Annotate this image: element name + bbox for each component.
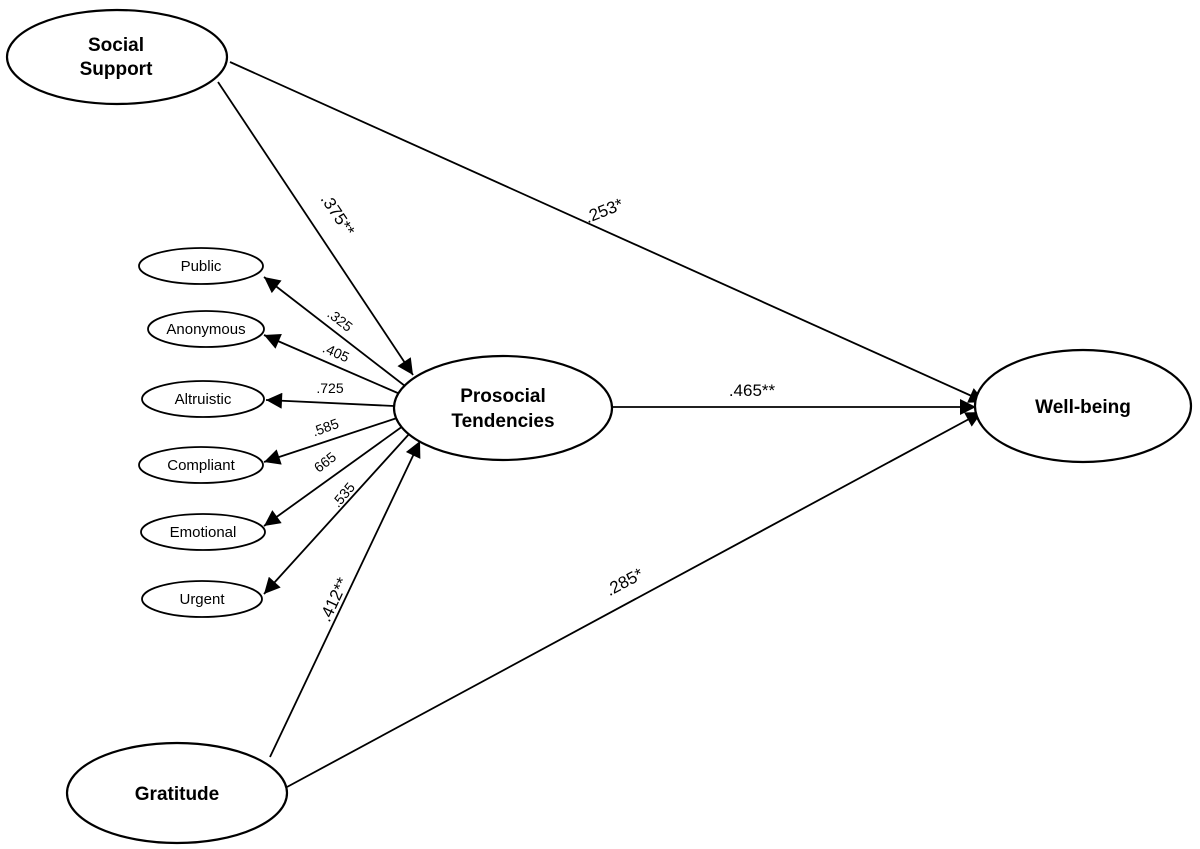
path-gratitude-to-wellbeing (286, 411, 983, 788)
indicator-urgent: Urgent (141, 580, 263, 618)
indicator-urgent-label: Urgent (179, 591, 225, 608)
indicator-altruistic: Altruistic (141, 380, 265, 418)
indicator-altruistic-label: Altruistic (175, 391, 232, 408)
coef-social-to-prosocial: .375** (317, 190, 359, 239)
well-being-label: Well-being (1035, 397, 1131, 418)
loading-altruistic: .725 (316, 380, 343, 396)
path-gratitude-to-prosocial (269, 440, 421, 758)
indicator-compliant-label: Compliant (167, 457, 235, 474)
prosocial-label-line1: Prosocial (460, 386, 546, 407)
indicator-public-label: Public (181, 258, 222, 275)
coef-prosocial-to-wellbeing: .465** (729, 381, 776, 400)
loading-emotional: 665 (311, 448, 339, 475)
gratitude-label: Gratitude (135, 784, 219, 805)
indicator-public: Public (138, 247, 264, 285)
loading-compliant-arrow (263, 417, 398, 465)
node-well-being: Well-being (973, 348, 1193, 464)
coef-gratitude-to-wellbeing: .285* (602, 564, 646, 600)
loading-emotional-arrow (263, 425, 404, 527)
loading-altruistic-arrow (265, 392, 395, 409)
prosocial-label-line2: Tendencies (451, 411, 554, 432)
loading-public-arrow (263, 276, 406, 387)
indicator-emotional-label: Emotional (170, 524, 237, 541)
social-support-label-line2: Support (80, 59, 153, 80)
coef-gratitude-to-prosocial: .412** (316, 574, 353, 624)
path-social-to-prosocial (217, 81, 414, 376)
node-gratitude: Gratitude (65, 741, 289, 845)
loading-urgent-arrow (263, 432, 411, 595)
node-prosocial-tendencies: Prosocial Tendencies (392, 354, 614, 462)
indicator-anonymous: Anonymous (147, 310, 265, 348)
loading-anonymous-arrow (263, 334, 401, 395)
path-social-to-wellbeing (229, 61, 986, 403)
coef-social-to-wellbeing: .253* (582, 195, 626, 228)
node-social-support: Social Support (5, 8, 229, 106)
indicator-compliant: Compliant (138, 446, 264, 484)
loading-compliant: .585 (310, 415, 341, 439)
indicator-emotional: Emotional (140, 513, 266, 551)
social-support-label-line1: Social (88, 35, 144, 56)
indicator-anonymous-label: Anonymous (166, 321, 245, 338)
loading-public: .325 (324, 305, 355, 335)
